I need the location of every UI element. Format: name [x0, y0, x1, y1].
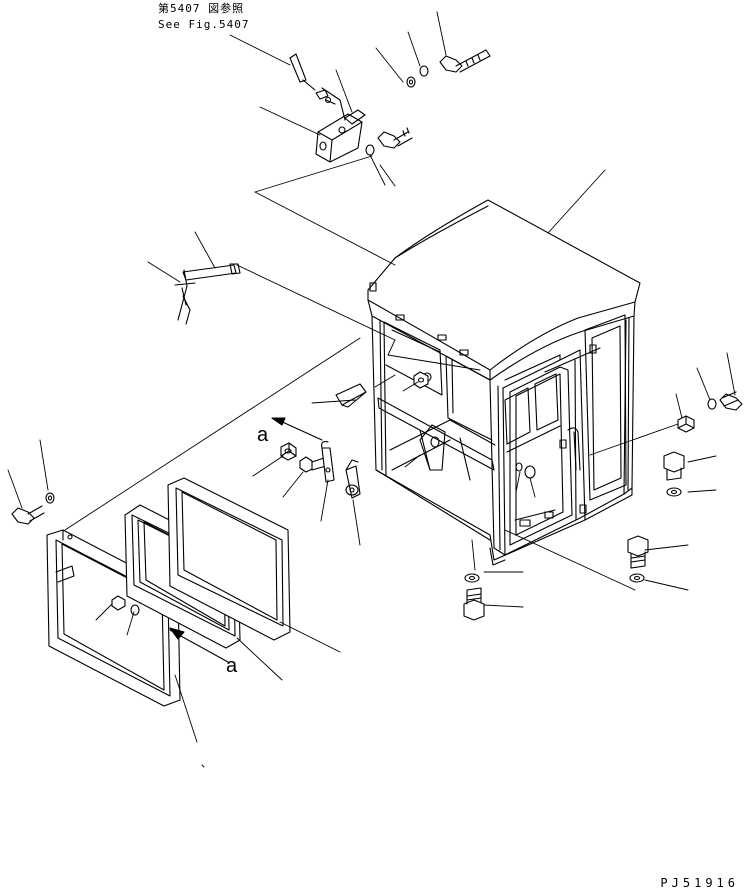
- hex-bolt-left: [12, 506, 44, 524]
- leader-lines: [8, 12, 735, 767]
- hex-bolt-right-upper: [720, 392, 742, 410]
- hex-bolt-mid: [378, 128, 412, 148]
- door-stopper-plate: [336, 384, 366, 407]
- washer-left: [46, 493, 54, 503]
- cab-base: [376, 470, 632, 560]
- nut-frame: [112, 596, 125, 610]
- washer-bottom: [465, 574, 479, 582]
- door-latch-handle: [175, 264, 240, 324]
- washer-mid: [366, 145, 374, 155]
- callout-arrow-lower: [170, 628, 228, 662]
- callout-label-upper: a: [257, 424, 269, 446]
- washer-frame: [131, 605, 139, 615]
- callout-label-lower: a: [226, 655, 238, 677]
- hinge-lock-assembly: [290, 54, 365, 162]
- lockwasher-top: [407, 77, 415, 87]
- window-seal: [168, 478, 290, 640]
- washer-right-mid: [667, 488, 681, 496]
- reference-english: See Fig.5407: [158, 18, 250, 31]
- door-catch-bracket: [322, 442, 334, 482]
- cab-roof: [368, 200, 640, 370]
- cap-nut-left: [281, 443, 296, 460]
- door-catch-latch: [346, 460, 360, 498]
- figure-number: PJ51916: [660, 876, 739, 890]
- washer-right-lower: [630, 574, 644, 582]
- nut-cab-left: [414, 372, 428, 388]
- hex-bolt-right-mid: [664, 452, 684, 480]
- cap-nut-right: [678, 416, 694, 432]
- callout-arrow-upper: [272, 418, 322, 440]
- hex-bolt-top: [440, 50, 490, 72]
- cab-front-pillar: [372, 316, 386, 476]
- cab-body: [368, 200, 640, 565]
- hex-bolt-right-lower: [628, 536, 648, 568]
- shoulder-bolt: [300, 457, 326, 472]
- hex-bolt-bottom: [464, 588, 484, 620]
- washer-top: [420, 66, 428, 76]
- washer-right-upper: [708, 399, 716, 409]
- reference-japanese: 第5407 図参照: [158, 2, 245, 15]
